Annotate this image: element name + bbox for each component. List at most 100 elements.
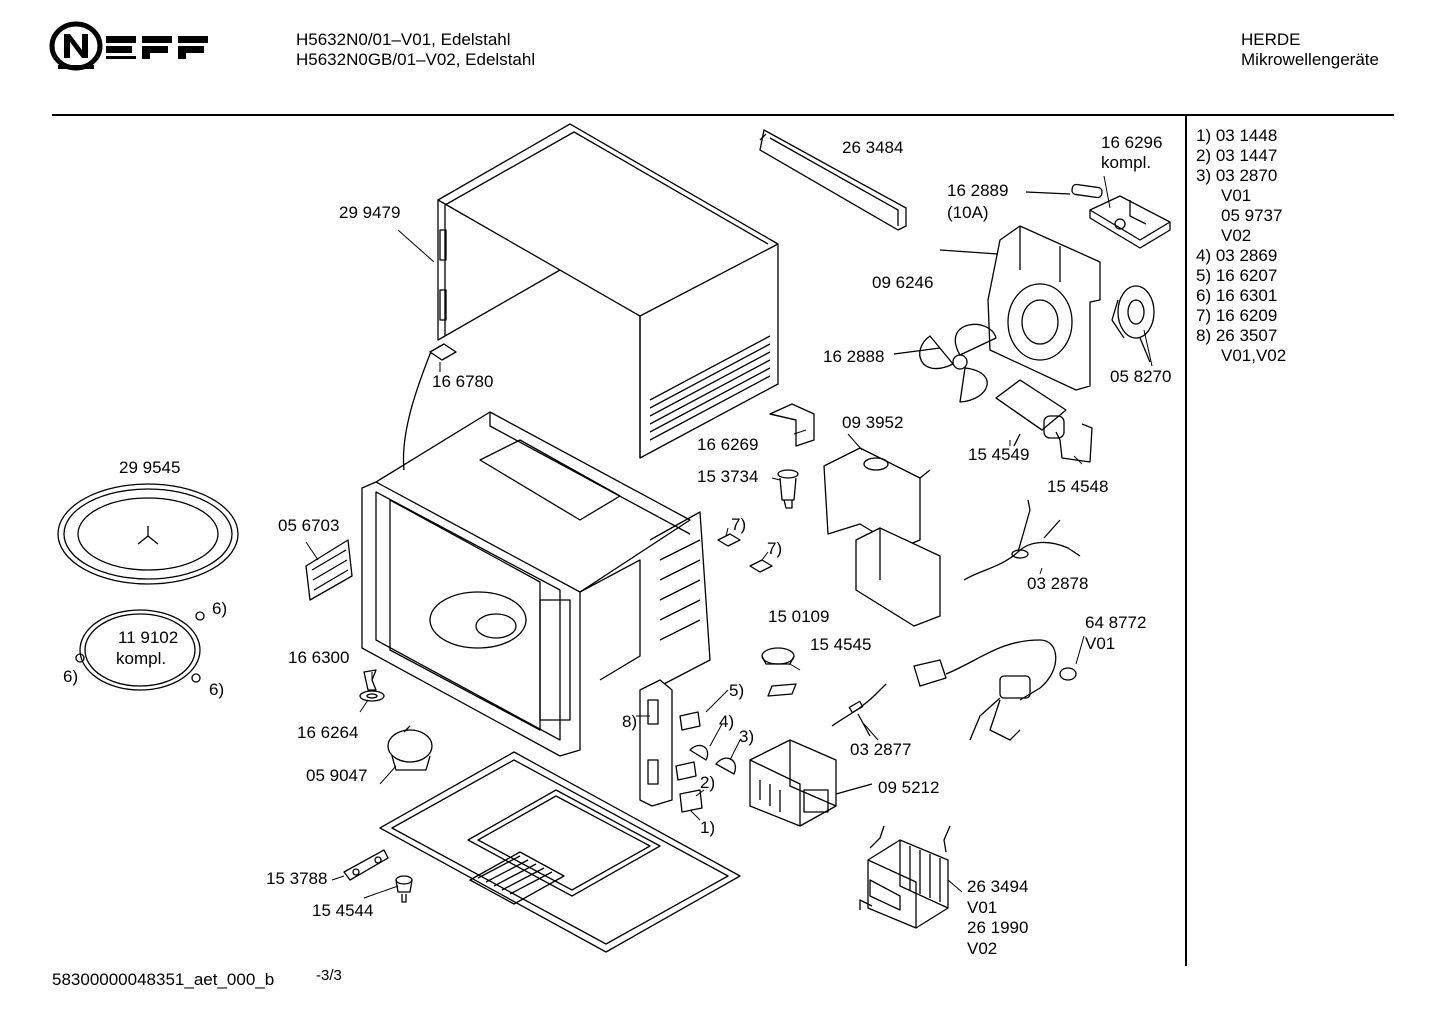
capacitor-drawing	[995, 379, 1067, 447]
callout-263484: 26 3484	[842, 138, 904, 157]
callout-kompl-2: kompl.	[116, 649, 167, 668]
cable-032877-drawing	[831, 683, 887, 737]
top-rail-drawing	[759, 129, 907, 231]
leader-lines	[305, 175, 1153, 899]
capacitor-bracket-drawing	[1055, 423, 1093, 463]
interlock-drawing	[639, 679, 737, 813]
coupler-drawing	[359, 669, 385, 702]
neff-logo	[48, 20, 218, 76]
callout-4: 4)	[719, 712, 735, 731]
callout-166780: 16 6780	[432, 372, 494, 391]
header-divider	[52, 114, 1394, 116]
callout-648772: 64 8772	[1085, 613, 1147, 632]
legend-item: 05 9737	[1221, 206, 1283, 225]
cable-032878-drawing	[963, 499, 1081, 581]
callout-059047: 05 9047	[306, 766, 368, 785]
legend-item: 5) 16 6207	[1196, 266, 1278, 285]
outer-cabinet-drawing	[437, 123, 779, 459]
callout-263494: 26 3494	[967, 877, 1029, 896]
bracket-166269-drawing	[769, 403, 815, 447]
legend-item: 6) 16 6301	[1196, 286, 1278, 305]
callout-7b: 7)	[767, 539, 783, 558]
callout-154549: 15 4549	[968, 445, 1030, 464]
magnetron-drawing	[749, 739, 873, 827]
model-line-2: H5632N0GB/01–V02, Edelstahl	[296, 50, 536, 69]
callout-6b: 6)	[63, 667, 79, 686]
callout-6a: 6)	[212, 599, 228, 618]
page-number: -3/3	[316, 967, 342, 984]
bracket-153788-drawing	[343, 849, 389, 881]
foot-154544-drawing	[395, 875, 413, 903]
callout-v02-transformer: V02	[967, 939, 998, 958]
base-plate-drawing	[379, 751, 741, 953]
oven-cavity-drawing	[361, 345, 711, 757]
callout-8: 8)	[622, 712, 638, 731]
callout-5: 5)	[729, 681, 745, 700]
label-plate-drawing	[305, 539, 353, 601]
legend-item: 4) 03 2869	[1196, 246, 1278, 265]
legend-item: 2) 03 1447	[1196, 146, 1278, 165]
callout-154548: 15 4548	[1047, 477, 1109, 496]
fuse-drawing	[1025, 183, 1103, 199]
callout-2: 2)	[700, 773, 716, 792]
callout-3: 3)	[739, 727, 755, 746]
callout-096246: 09 6246	[872, 273, 934, 292]
legend-item: 8) 26 3507	[1196, 326, 1278, 345]
callout-150109: 15 0109	[768, 607, 830, 626]
callout-261990: 26 1990	[967, 918, 1029, 937]
callout-032878: 03 2878	[1027, 574, 1089, 593]
callout-032877: 03 2877	[850, 740, 912, 759]
turntable-motor-drawing	[387, 725, 433, 771]
lamp-drawing	[777, 469, 799, 509]
legend-item: 3) 03 2870	[1196, 166, 1278, 185]
legend-divider	[1185, 116, 1187, 966]
callout-095212: 09 5212	[878, 778, 940, 797]
fan-housing-drawing	[939, 225, 1101, 391]
clip-166780-drawing	[429, 343, 457, 361]
legend-item: V02	[1221, 226, 1252, 245]
parts-legend: 1) 03 1448 2) 03 1447 3) 03 2870 V01 05 …	[1196, 126, 1286, 366]
callout-056703: 05 6703	[278, 516, 340, 535]
roller-ring-drawing	[75, 609, 205, 691]
callout-7a: 7)	[731, 515, 747, 534]
category-2: Mikrowellengeräte	[1241, 50, 1379, 69]
callout-093952: 09 3952	[842, 413, 904, 432]
thermostat-drawing	[761, 647, 797, 697]
fuse-board-drawing	[1089, 195, 1171, 249]
callout-154544: 15 4544	[312, 901, 374, 920]
document-id: 58300000048351_aet_000_b	[52, 970, 275, 989]
category-1: HERDE	[1241, 30, 1301, 49]
callout-299545: 29 9545	[119, 458, 181, 477]
legend-item: V01,V02	[1221, 346, 1287, 365]
callout-166264: 16 6264	[297, 723, 359, 742]
transformer-drawing	[859, 825, 951, 929]
callout-6c: 6)	[209, 680, 225, 699]
callout-162888: 16 2888	[823, 347, 885, 366]
callout-166269: 16 6269	[697, 435, 759, 454]
callout-166300: 16 6300	[288, 648, 350, 667]
model-line-1: H5632N0/01–V01, Edelstahl	[296, 30, 511, 49]
callout-166296: 16 6296	[1101, 133, 1163, 152]
fan-blade-drawing	[893, 323, 997, 403]
callout-058270: 05 8270	[1110, 367, 1172, 386]
callout-153734: 15 3734	[697, 467, 759, 486]
callout-154545: 15 4545	[810, 635, 872, 654]
callout-119102: 11 9102	[118, 628, 179, 647]
callout-v01-mains: V01	[1085, 634, 1116, 653]
callout-kompl: kompl.	[1101, 153, 1152, 172]
callout-299479: 29 9479	[339, 203, 401, 222]
air-guide-drawing	[823, 447, 941, 627]
callout-162889: 16 2889	[947, 181, 1009, 200]
legend-item: V01	[1221, 186, 1252, 205]
legend-item: 1) 03 1448	[1196, 126, 1278, 145]
callout-153788: 15 3788	[266, 869, 328, 888]
fan-motor-drawing	[1111, 285, 1155, 363]
turntable-drawing	[57, 483, 239, 585]
callout-1: 1)	[700, 818, 716, 837]
mains-cable-drawing	[913, 639, 1077, 741]
callout-v01-transformer: V01	[967, 898, 998, 917]
exploded-parts-drawing	[57, 123, 1171, 953]
clip-7-drawing	[717, 533, 773, 573]
legend-item: 7) 16 6209	[1196, 306, 1278, 325]
callout-10a: (10A)	[947, 203, 989, 222]
